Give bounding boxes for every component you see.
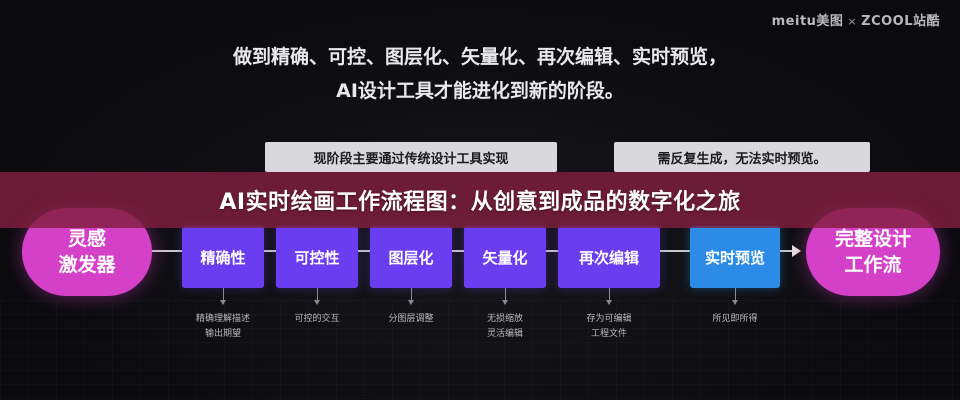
connector-line [660, 250, 690, 252]
step-note-line: 存为可编辑 [586, 314, 632, 324]
title-banner: AI实时绘画工作流程图：从创意到成品的数字化之旅 [0, 172, 960, 228]
step-vectorization: 矢量化 [464, 226, 546, 288]
step-re-editing: 再次编辑 [558, 226, 660, 288]
note-arrow-icon [502, 300, 508, 305]
connector-line [358, 250, 370, 252]
step-note-line: 输出期望 [204, 329, 241, 339]
watermark-brand-meitu: meitu美图 [771, 14, 844, 29]
step-note-realtime-preview: 所见即所得 [680, 312, 790, 327]
note-stem [411, 288, 412, 302]
step-note-line: 精确理解描述 [195, 314, 250, 324]
step-note-line: 无损缩放 [486, 314, 523, 324]
note-arrow-icon [732, 300, 738, 305]
note-arrow-icon [408, 300, 414, 305]
note-arrow-icon [314, 300, 320, 305]
step-note-controllability: 可控的交互 [262, 312, 372, 327]
grid-floor [0, 300, 960, 400]
connector-line [152, 250, 182, 252]
watermark-logo: meitu美图 × ZCOOL站酷 [772, 10, 940, 29]
callout-realtime-limitation: 需反复生成，无法实时预览。 [614, 142, 870, 172]
arrowhead-icon [792, 245, 801, 257]
note-stem [609, 288, 610, 302]
step-realtime-preview: 实时预览 [690, 226, 780, 288]
step-note-line: 工程文件 [590, 329, 627, 339]
step-layering: 图层化 [370, 226, 452, 288]
note-stem [735, 288, 736, 302]
step-label: 精确性 [200, 248, 246, 267]
note-stem [223, 288, 224, 302]
headline-line-1: 做到精确、可控、图层化、矢量化、再次编辑、实时预览， [232, 46, 727, 68]
start-node-line-2: 激发器 [58, 254, 116, 276]
step-note-vectorization: 无损缩放 灵活编辑 [450, 312, 560, 342]
headline: 做到精确、可控、图层化、矢量化、再次编辑、实时预览， AI设计工具才能进化到新的… [0, 40, 960, 108]
step-label: 可控性 [294, 248, 340, 267]
connector-line [452, 250, 464, 252]
headline-line-2: AI设计工具才能进化到新的阶段。 [336, 80, 624, 102]
end-node-line-1: 完整设计 [834, 228, 911, 250]
step-label: 图层化 [388, 248, 434, 267]
note-arrow-icon [220, 300, 226, 305]
step-note-line: 所见即所得 [712, 314, 758, 324]
step-note-precision: 精确理解描述 输出期望 [168, 312, 278, 342]
note-stem [317, 288, 318, 302]
step-label: 实时预览 [704, 248, 765, 267]
step-note-layering: 分图层调整 [356, 312, 466, 327]
step-note-line: 分图层调整 [388, 314, 434, 324]
watermark-brand-zcool: ZCOOL站酷 [861, 14, 940, 29]
step-precision: 精确性 [182, 226, 264, 288]
connector-line [780, 250, 792, 252]
step-controllability: 可控性 [276, 226, 358, 288]
step-note-line: 可控的交互 [294, 314, 340, 324]
note-arrow-icon [606, 300, 612, 305]
end-node-line-2: 工作流 [844, 254, 902, 276]
callout-traditional-tools: 现阶段主要通过传统设计工具实现 [265, 142, 557, 172]
banner-title: AI实时绘画工作流程图：从创意到成品的数字化之旅 [219, 190, 741, 215]
step-note-re-editing: 存为可编辑 工程文件 [554, 312, 664, 342]
connector-line [264, 250, 276, 252]
note-stem [505, 288, 506, 302]
connector-line [546, 250, 558, 252]
watermark-separator: × [847, 15, 858, 28]
step-label: 矢量化 [482, 248, 528, 267]
step-note-line: 灵活编辑 [486, 329, 523, 339]
step-label: 再次编辑 [578, 248, 639, 267]
start-node-line-1: 灵感 [67, 228, 106, 250]
